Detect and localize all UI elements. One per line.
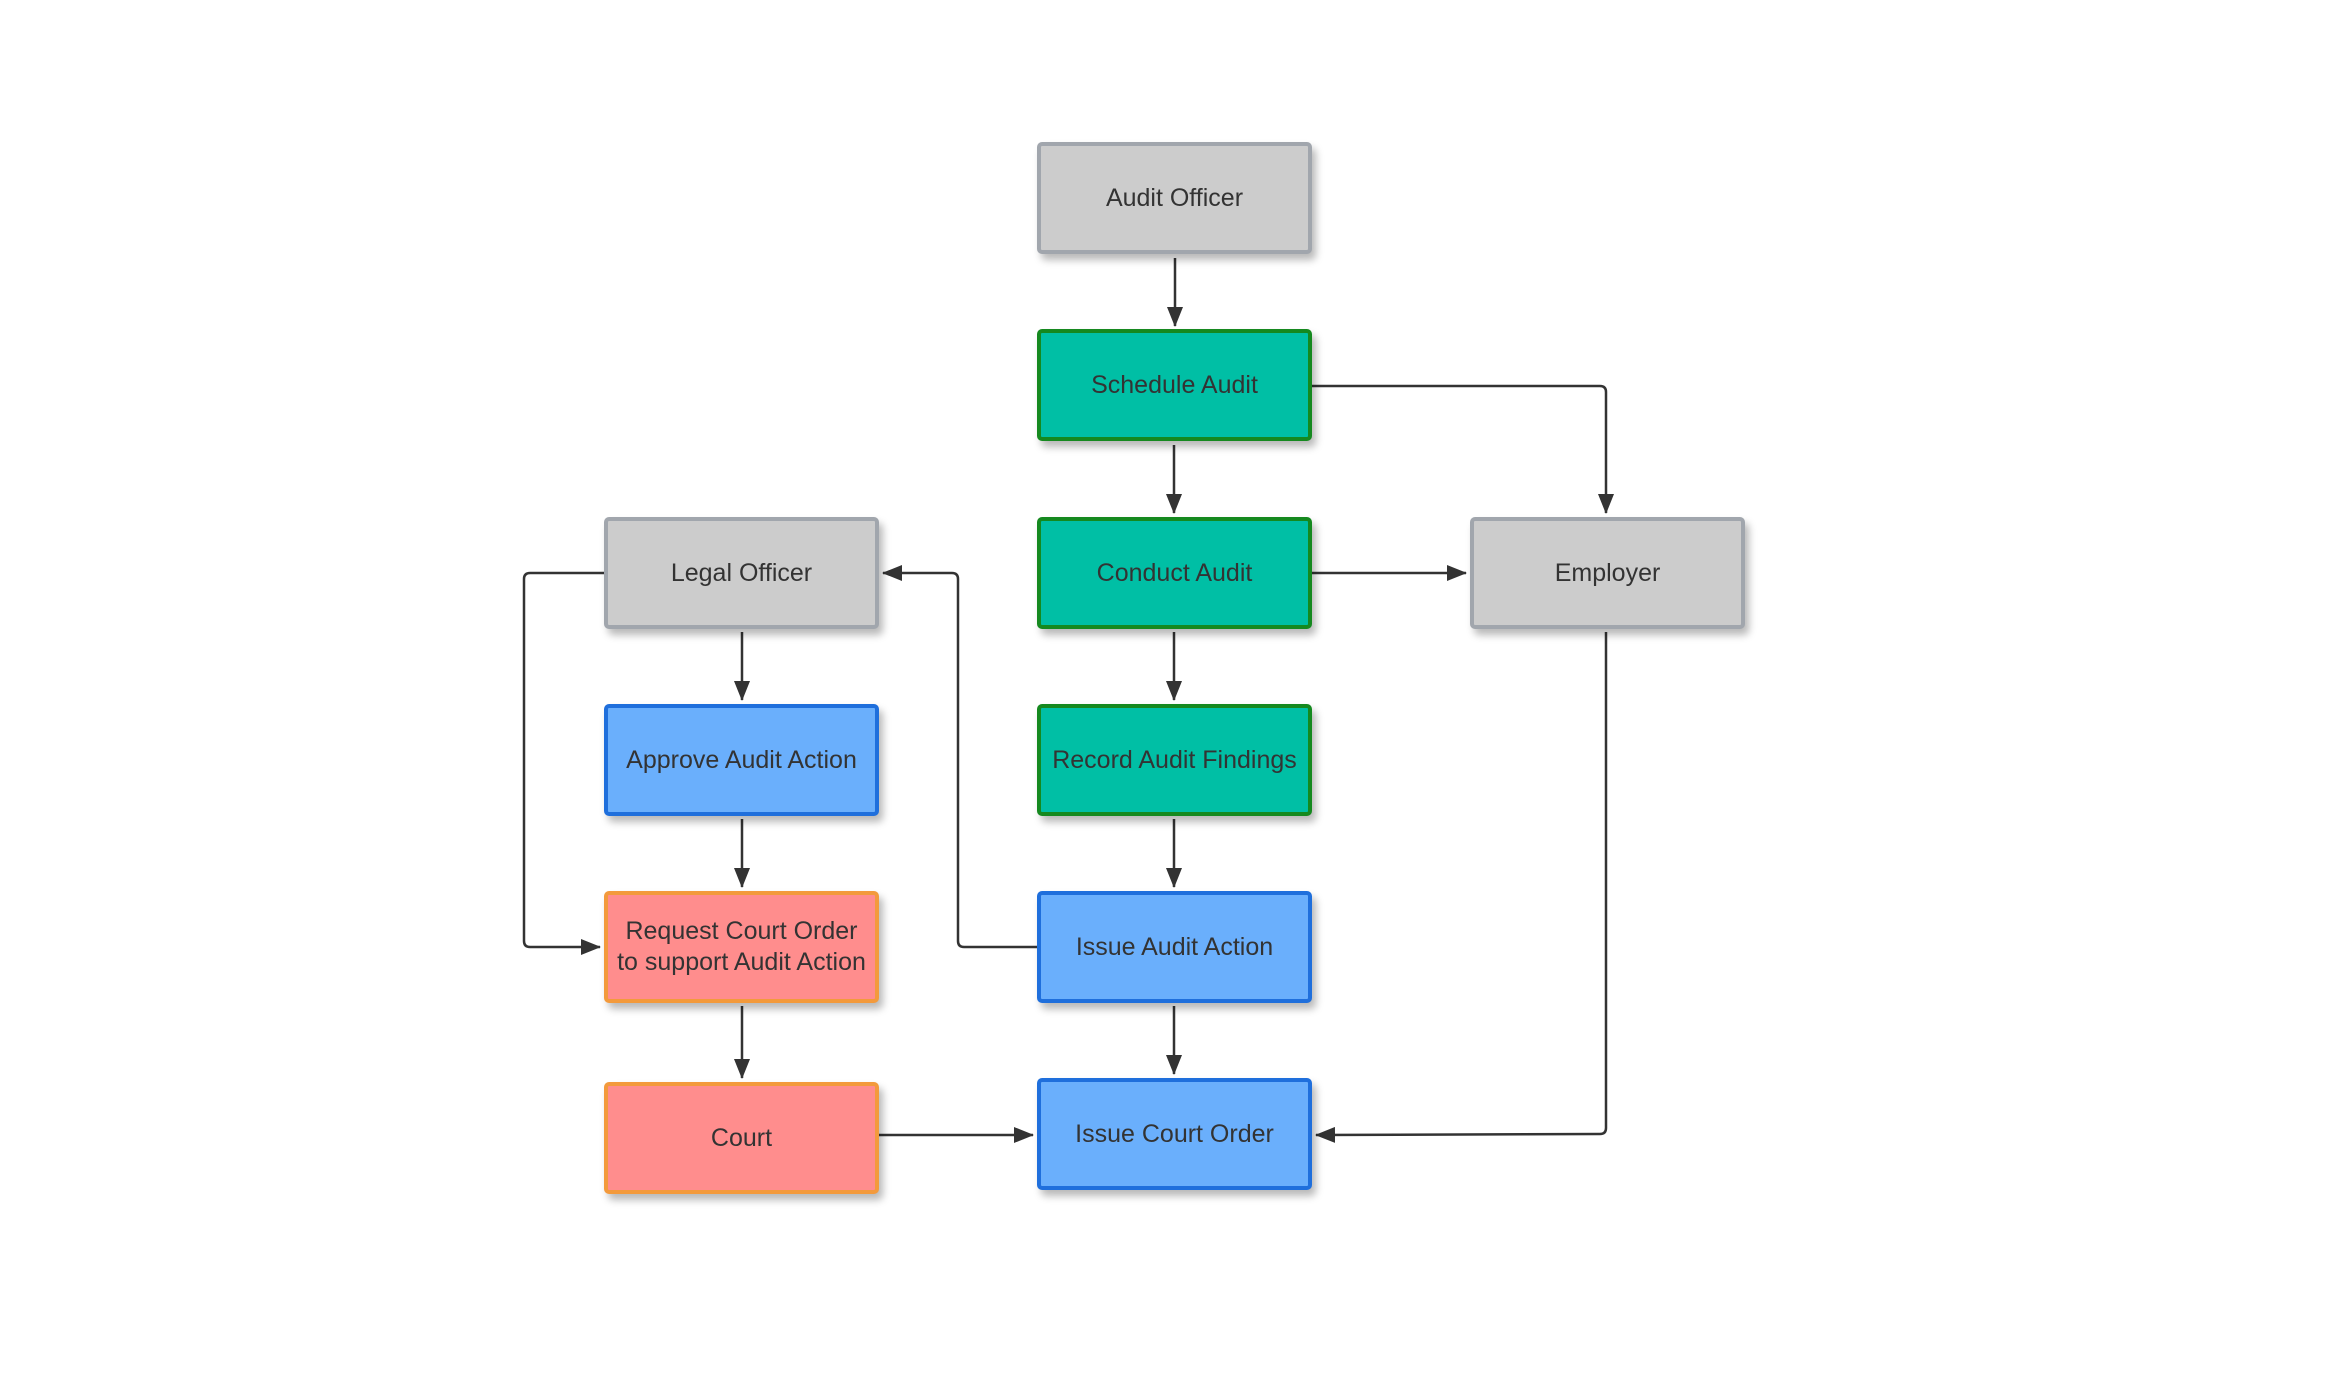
node-label: Request Court Order to support Audit Act…	[617, 917, 866, 976]
node-employer[interactable]: Employer	[1470, 517, 1745, 629]
node-legal-officer[interactable]: Legal Officer	[604, 517, 879, 629]
node-approve-audit-action[interactable]: Approve Audit Action	[604, 704, 879, 816]
node-label: Employer	[1554, 558, 1661, 587]
edge-legal-officer-to-request-order	[522, 571, 604, 955]
node-record-audit-findings[interactable]: Record Audit Findings	[1037, 704, 1312, 816]
node-label: Issue Audit Action	[1075, 932, 1274, 961]
edge-employer-to-court-order	[1315, 632, 1608, 1143]
node-conduct-audit[interactable]: Conduct Audit	[1037, 517, 1312, 629]
node-label: Schedule Audit	[1091, 370, 1258, 399]
node-label: Audit Officer	[1105, 183, 1244, 212]
node-issue-audit-action[interactable]: Issue Audit Action	[1037, 891, 1312, 1003]
node-audit-officer[interactable]: Audit Officer	[1037, 142, 1312, 254]
node-label: Record Audit Findings	[1052, 745, 1297, 774]
node-label: Approve Audit Action	[626, 745, 857, 774]
edge-schedule-audit-to-employer	[1312, 384, 1614, 514]
edge-issue-action-to-legal-officer	[882, 565, 1037, 949]
node-court[interactable]: Court	[604, 1082, 879, 1194]
node-issue-court-order[interactable]: Issue Court Order	[1037, 1078, 1312, 1190]
node-schedule-audit[interactable]: Schedule Audit	[1037, 329, 1312, 441]
node-request-court-order[interactable]: Request Court Order to support Audit Act…	[604, 891, 879, 1003]
node-label: Conduct Audit	[1096, 558, 1253, 587]
node-label: Issue Court Order	[1075, 1119, 1274, 1148]
node-label: Court	[710, 1123, 773, 1152]
node-label: Legal Officer	[670, 558, 813, 587]
